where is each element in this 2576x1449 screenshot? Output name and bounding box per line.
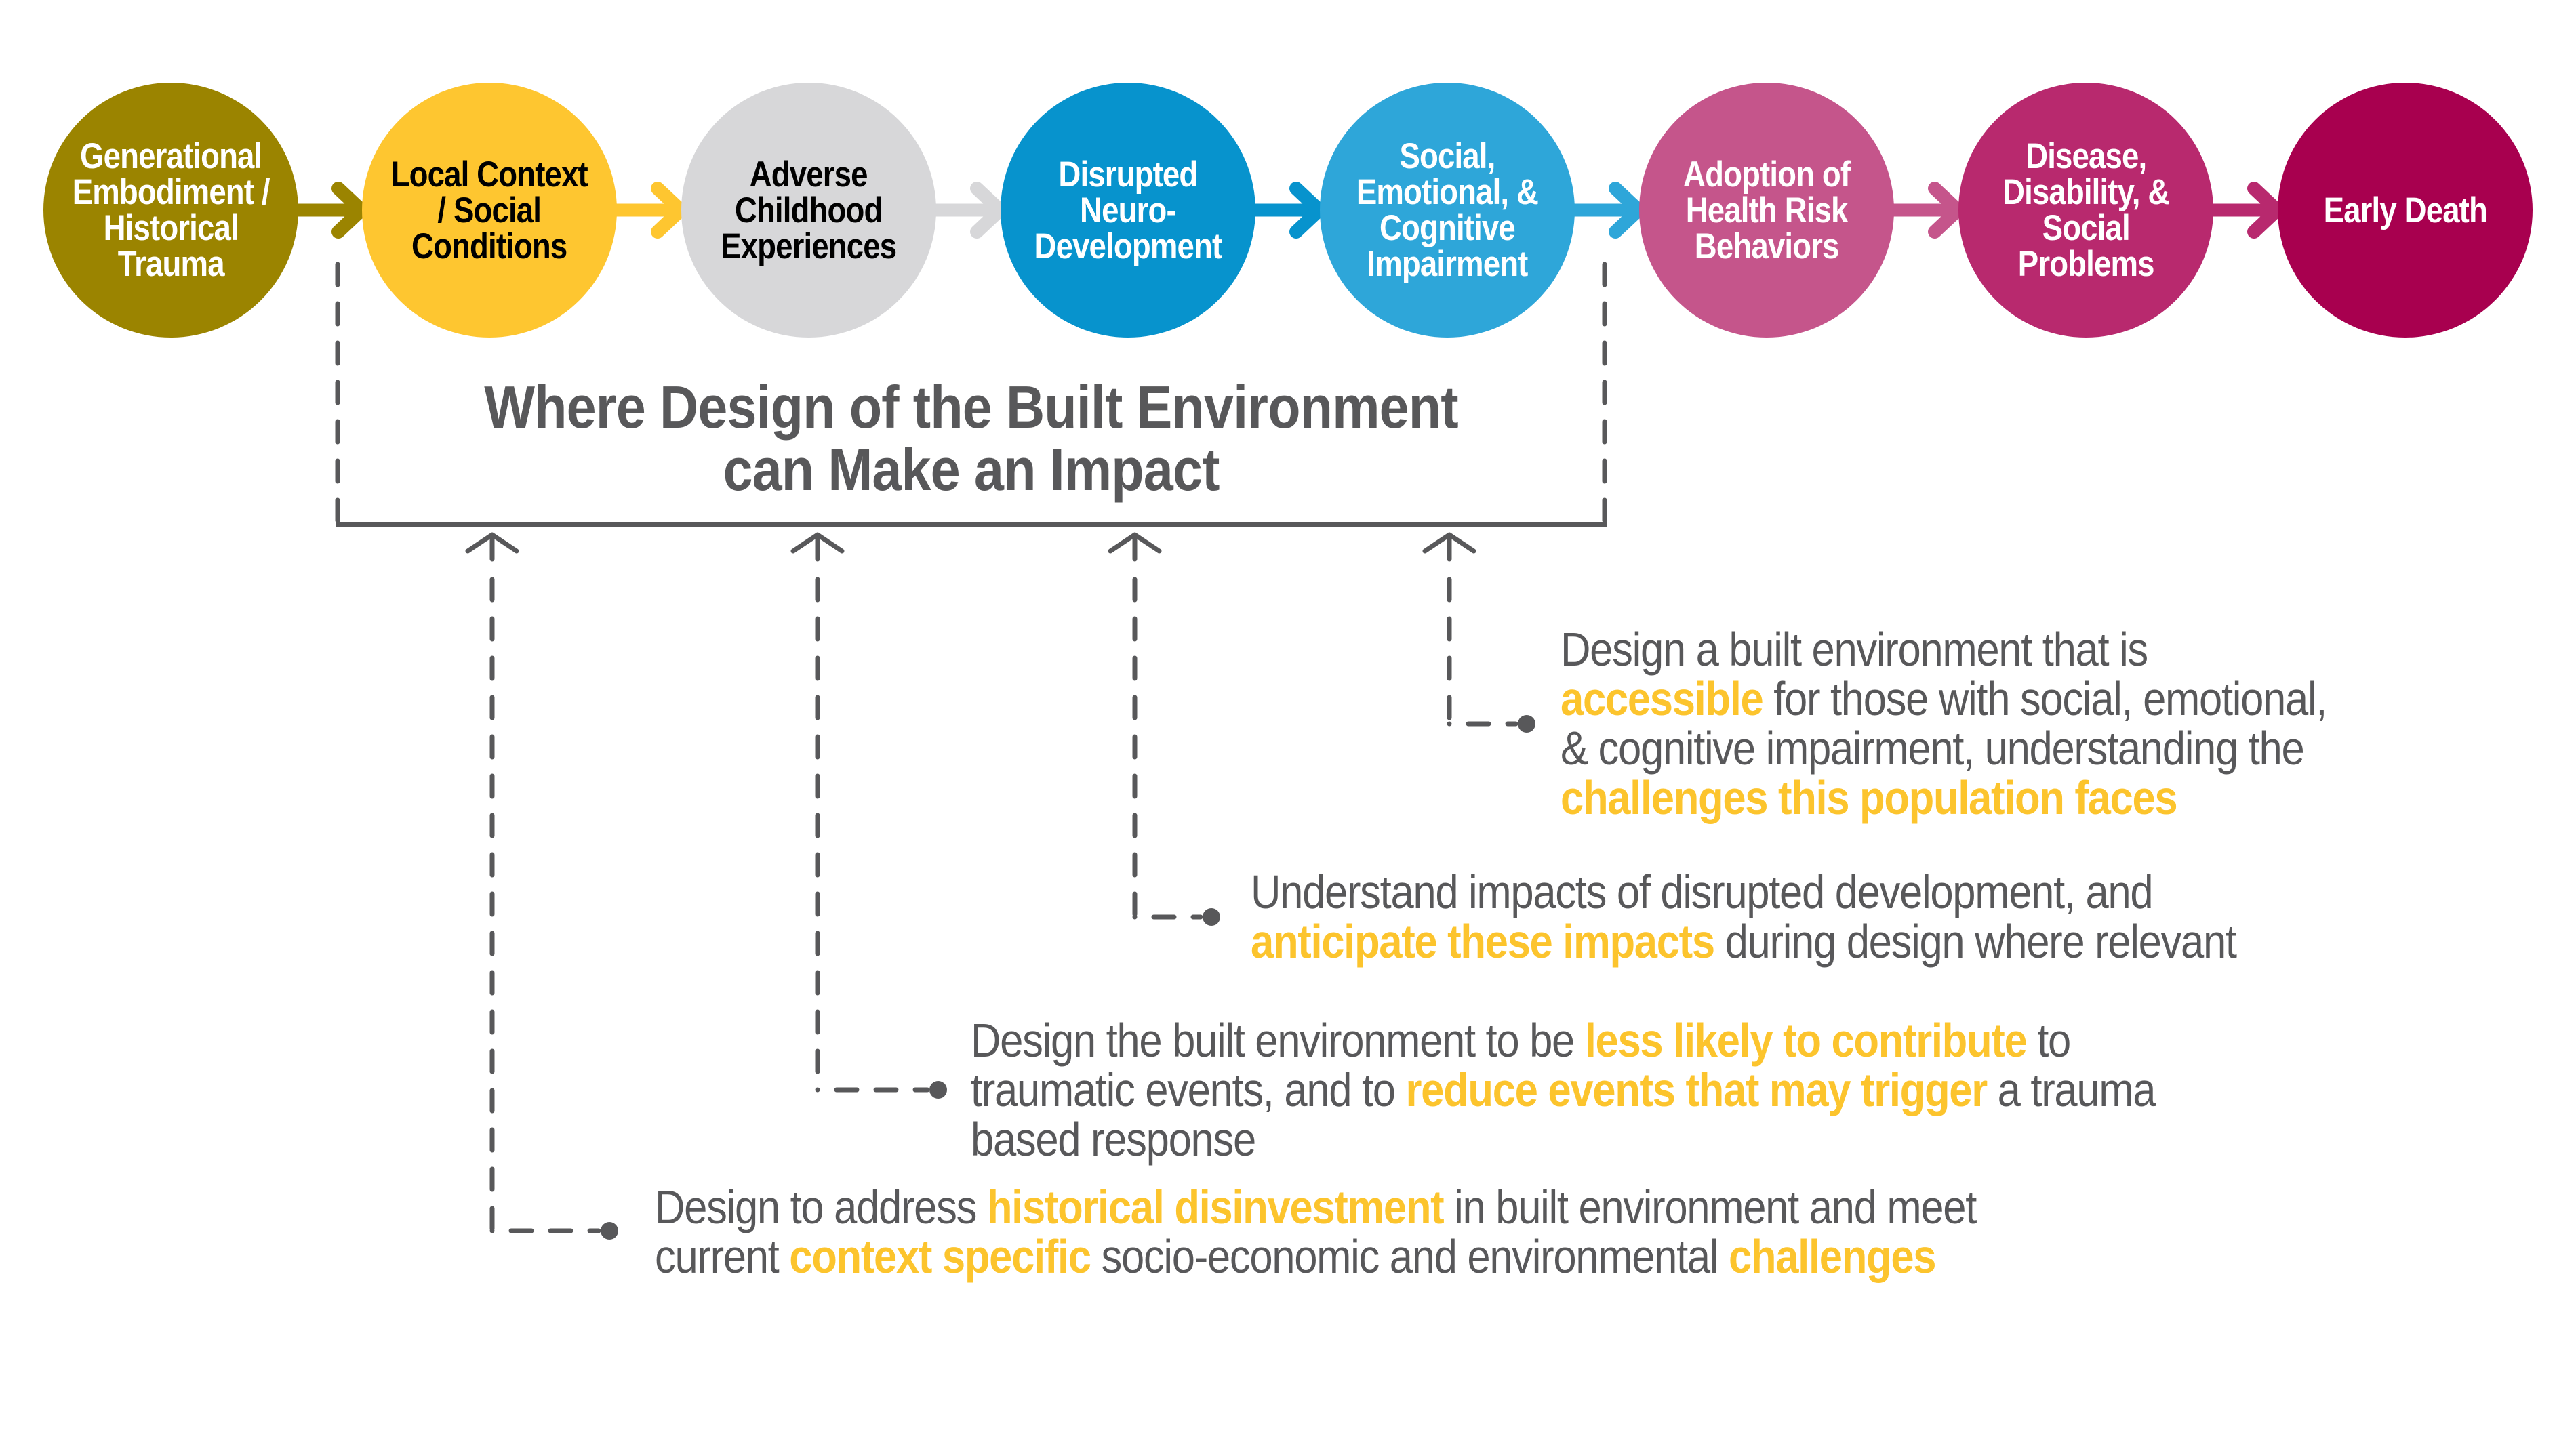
flow-arrow-head-icon: [2247, 182, 2287, 239]
connector-dot-icon: [929, 1081, 947, 1099]
note-line: traumatic events, and to reduce events t…: [971, 1063, 2156, 1116]
note-text: Design a built environment that is: [1561, 623, 2148, 676]
node-label: Social, Emotional, & Cognitive Impairmen…: [1356, 136, 1539, 284]
highlight-text: challenges: [1728, 1230, 1937, 1283]
note-text: in built environment and meet: [1443, 1181, 1977, 1233]
flow-arrow-head-icon: [970, 182, 1010, 239]
heading-line-1: Where Design of the Built Environment: [484, 373, 1458, 441]
highlight-text: challenges this population faces: [1561, 771, 2178, 824]
flow-arrow-head-icon: [651, 182, 691, 239]
highlight-text: reduce events that may trigger: [1405, 1063, 1988, 1116]
node-social-emotional-cognitive-impairment: Social, Emotional, & Cognitive Impairmen…: [1320, 83, 1575, 338]
impact-heading: Where Design of the Built Environment ca…: [338, 376, 1605, 501]
note-text: for those with social, emotional,: [1763, 672, 2327, 725]
note-text: Understand impacts of disrupted developm…: [1251, 865, 2154, 918]
note-trauma-response: Design the built environment to be less …: [971, 1016, 2316, 1164]
note-line: accessible for those with social, emotio…: [1561, 674, 2327, 724]
node-disrupted-neurodevelopment: Disrupted Neuro- Development: [1001, 83, 1255, 338]
note-disrupted-development: Understand impacts of disrupted developm…: [1251, 868, 2371, 966]
note-historical-disinvestment: Design to address historical disinvestme…: [655, 1183, 2156, 1282]
node-adverse-childhood-experiences: Adverse Childhood Experiences: [681, 83, 936, 338]
flow-arrow-head-icon: [331, 182, 371, 239]
connector-dot-icon: [1518, 715, 1535, 733]
node-label: Adverse Childhood Experiences: [721, 154, 897, 266]
node-disease-disability-social-problems: Disease, Disability, & Social Problems: [1958, 83, 2213, 338]
note-text: traumatic events, and to: [971, 1063, 1406, 1116]
note-text: during design where relevant: [1714, 915, 2237, 968]
node-label: Early Death: [2323, 190, 2487, 230]
connector-dot-icon: [601, 1222, 618, 1240]
note-line: Design a built environment that is: [1561, 625, 2327, 674]
note-text: to: [2026, 1014, 2071, 1067]
highlight-text: context specific: [789, 1230, 1091, 1283]
note-line: & cognitive impairment, understanding th…: [1561, 724, 2327, 773]
heading-line-2: can Make an Impact: [723, 436, 1220, 503]
node-label: Disrupted Neuro- Development: [1034, 154, 1223, 266]
note-line: challenges this population faces: [1561, 773, 2327, 823]
note-line: Design the built environment to be less …: [971, 1016, 2155, 1065]
note-text: based response: [971, 1113, 1256, 1166]
node-label: Local Context / Social Conditions: [390, 154, 588, 266]
note-line: Design to address historical disinvestme…: [655, 1181, 1977, 1233]
node-local-context: Local Context / Social Conditions: [362, 83, 617, 338]
flow-arrow-head-icon: [1928, 182, 1968, 239]
flow-arrow-head-icon: [1289, 182, 1329, 239]
note-text: Design to address: [655, 1181, 987, 1233]
node-health-risk-behaviors: Adoption of Health Risk Behaviors: [1639, 83, 1894, 338]
node-label: Disease, Disability, & Social Problems: [2002, 136, 2170, 284]
node-early-death: Early Death: [2278, 83, 2533, 338]
highlight-text: anticipate these impacts: [1251, 915, 1715, 968]
node-label: Adoption of Health Risk Behaviors: [1683, 154, 1851, 266]
note-text: a trauma: [1986, 1063, 2156, 1116]
note-line: Understand impacts of disrupted developm…: [1251, 868, 2236, 917]
highlight-text: accessible: [1561, 672, 1764, 725]
note-line: current context specific socio-economic …: [655, 1232, 1976, 1282]
flow-arrow-head-icon: [1609, 182, 1649, 239]
node-generational-trauma: Generational Embodiment / Historical Tra…: [43, 83, 298, 338]
node-label: Generational Embodiment / Historical Tra…: [72, 136, 270, 284]
note-text: Design the built environment to be: [971, 1014, 1585, 1067]
note-line: anticipate these impacts during design w…: [1251, 915, 2237, 968]
note-text: socio-economic and environmental: [1090, 1230, 1729, 1283]
highlight-text: less likely to contribute: [1584, 1014, 2028, 1067]
note-text: & cognitive impairment, understanding th…: [1561, 722, 2305, 775]
highlight-text: historical disinvestment: [986, 1181, 1445, 1233]
note-line: based response: [971, 1115, 2155, 1164]
connector-dot-icon: [1203, 908, 1220, 926]
note-text: current: [655, 1230, 790, 1283]
